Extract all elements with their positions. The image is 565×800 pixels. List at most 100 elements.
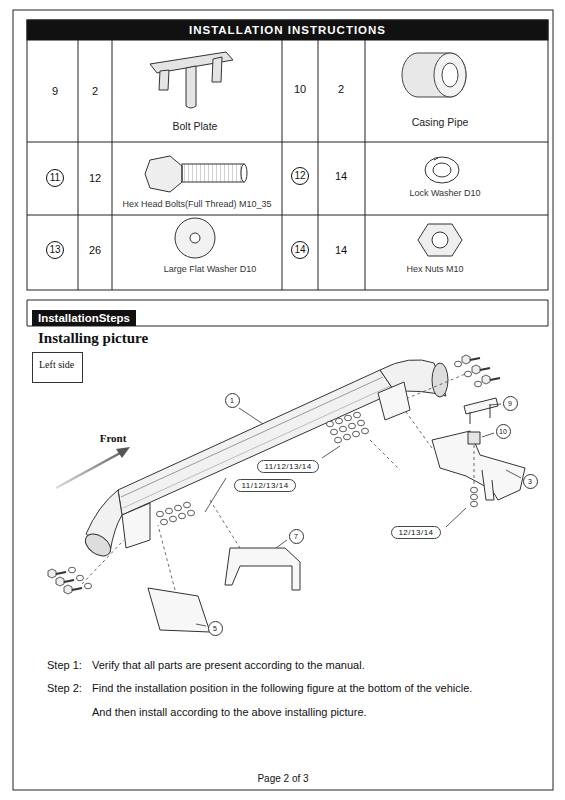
drawing-ellipse xyxy=(465,371,472,377)
drawing-ellipse xyxy=(362,428,369,434)
drawing-ellipse xyxy=(157,511,164,517)
drawing-line xyxy=(282,40,283,290)
drawing-circle xyxy=(190,233,200,243)
part-name: Casing Pipe xyxy=(412,116,469,128)
node-text: 10 xyxy=(497,425,510,438)
drawing-line xyxy=(318,40,319,290)
drawing-polygon xyxy=(378,382,410,420)
drawing-path xyxy=(470,404,490,424)
drawing-line xyxy=(365,40,366,290)
drawing-path xyxy=(82,540,124,584)
drawing-path xyxy=(464,398,498,414)
drawing-ellipse xyxy=(353,431,360,437)
mount-brackets xyxy=(122,382,525,632)
step-text: Verify that all parts are present accord… xyxy=(92,659,365,671)
direction-label: Front xyxy=(100,432,127,444)
drawing-line xyxy=(490,378,500,380)
drawing-ellipse xyxy=(344,434,351,440)
drawing-line xyxy=(56,452,122,488)
table-cell: 12 xyxy=(89,172,101,184)
drawing-ellipse xyxy=(241,164,247,182)
table-cell: 14 xyxy=(335,170,347,182)
drawing-polygon xyxy=(56,577,64,586)
drawing-ellipse xyxy=(442,63,458,87)
hex-bolt-picture xyxy=(145,156,247,192)
drawing-ellipse xyxy=(179,513,186,519)
drawing-path xyxy=(490,404,501,405)
table-cell: 2 xyxy=(92,85,98,97)
drawing-path xyxy=(210,500,240,548)
drawing-ellipse xyxy=(161,519,168,525)
callout-group: 11/12/13/14 xyxy=(257,460,318,473)
drawing-rect xyxy=(27,20,548,290)
drawing-path xyxy=(446,508,466,527)
drawing-line xyxy=(27,215,548,216)
drawing-ellipse xyxy=(475,381,482,387)
callout-number: 1 xyxy=(225,393,240,408)
node-text: InstallationSteps xyxy=(38,312,130,324)
step-text: Step 2: xyxy=(47,682,82,694)
step-bar xyxy=(81,360,448,561)
drawing-line xyxy=(27,142,548,143)
drawing-path xyxy=(186,66,196,108)
leader-lines xyxy=(196,404,521,626)
drawing-polygon xyxy=(482,375,490,384)
step-text: Step 1: xyxy=(47,659,82,671)
callout-group: 12/13/14 xyxy=(391,526,440,539)
table-cell: 10 xyxy=(294,83,306,95)
part-name: Hex Nuts M10 xyxy=(406,264,463,274)
drawing-line xyxy=(72,588,82,590)
drawing-ellipse xyxy=(166,508,173,514)
drawing-ellipse xyxy=(434,53,466,97)
hex-nut-picture xyxy=(418,224,462,256)
assembly-lines xyxy=(82,372,474,590)
drawing-path xyxy=(196,624,206,626)
fastener-parts xyxy=(48,355,500,594)
drawing-line xyxy=(78,40,79,290)
bolt-plate-picture xyxy=(150,52,233,108)
drawing-line xyxy=(480,368,490,370)
drawing-polygon xyxy=(462,355,470,364)
drawing-path xyxy=(482,433,494,437)
front-arrow xyxy=(56,447,130,488)
callout-number: 14 xyxy=(291,241,309,259)
step-text: And then install according to the above … xyxy=(92,706,367,718)
node-text: 11/12/13/14 xyxy=(264,462,311,471)
drawing-ellipse xyxy=(188,510,195,516)
drawing-ellipse xyxy=(345,415,352,421)
table-cell: 2 xyxy=(338,83,344,95)
drawing-ellipse xyxy=(455,361,462,367)
drawing-ellipse xyxy=(433,163,451,177)
callout-number: 5 xyxy=(208,621,223,636)
drawing-polygon xyxy=(64,585,72,594)
section-tab: InstallationSteps xyxy=(32,310,136,326)
drawing-ellipse xyxy=(184,502,191,508)
drawing-ellipse xyxy=(471,501,478,507)
drawing-path xyxy=(506,470,521,478)
drawing-ellipse xyxy=(327,421,334,427)
table-cell: 9 xyxy=(52,85,58,97)
drawing-line xyxy=(123,386,390,508)
node-text: Left side xyxy=(39,359,74,370)
drawing-polygon xyxy=(48,569,56,578)
callout-group: 11/12/13/14 xyxy=(234,479,295,492)
callout-number: 3 xyxy=(523,474,538,489)
drawing-polygon xyxy=(418,224,462,256)
drawing-ellipse xyxy=(349,423,356,429)
drawing-path xyxy=(408,372,470,398)
drawing-ellipse xyxy=(331,429,338,435)
drawing-path xyxy=(158,525,175,590)
node-text: 9 xyxy=(504,397,517,410)
drawing-line xyxy=(27,300,548,301)
drawing-line xyxy=(27,300,28,326)
callout-number: 10 xyxy=(496,424,511,439)
callout-number: 13 xyxy=(46,241,64,259)
page-number: Page 2 of 3 xyxy=(257,773,308,784)
drawing-line xyxy=(470,358,480,360)
table-cell: 26 xyxy=(89,244,101,256)
node-text: 5 xyxy=(209,622,222,635)
page-frame xyxy=(13,10,553,790)
drawing-polygon xyxy=(122,503,150,548)
